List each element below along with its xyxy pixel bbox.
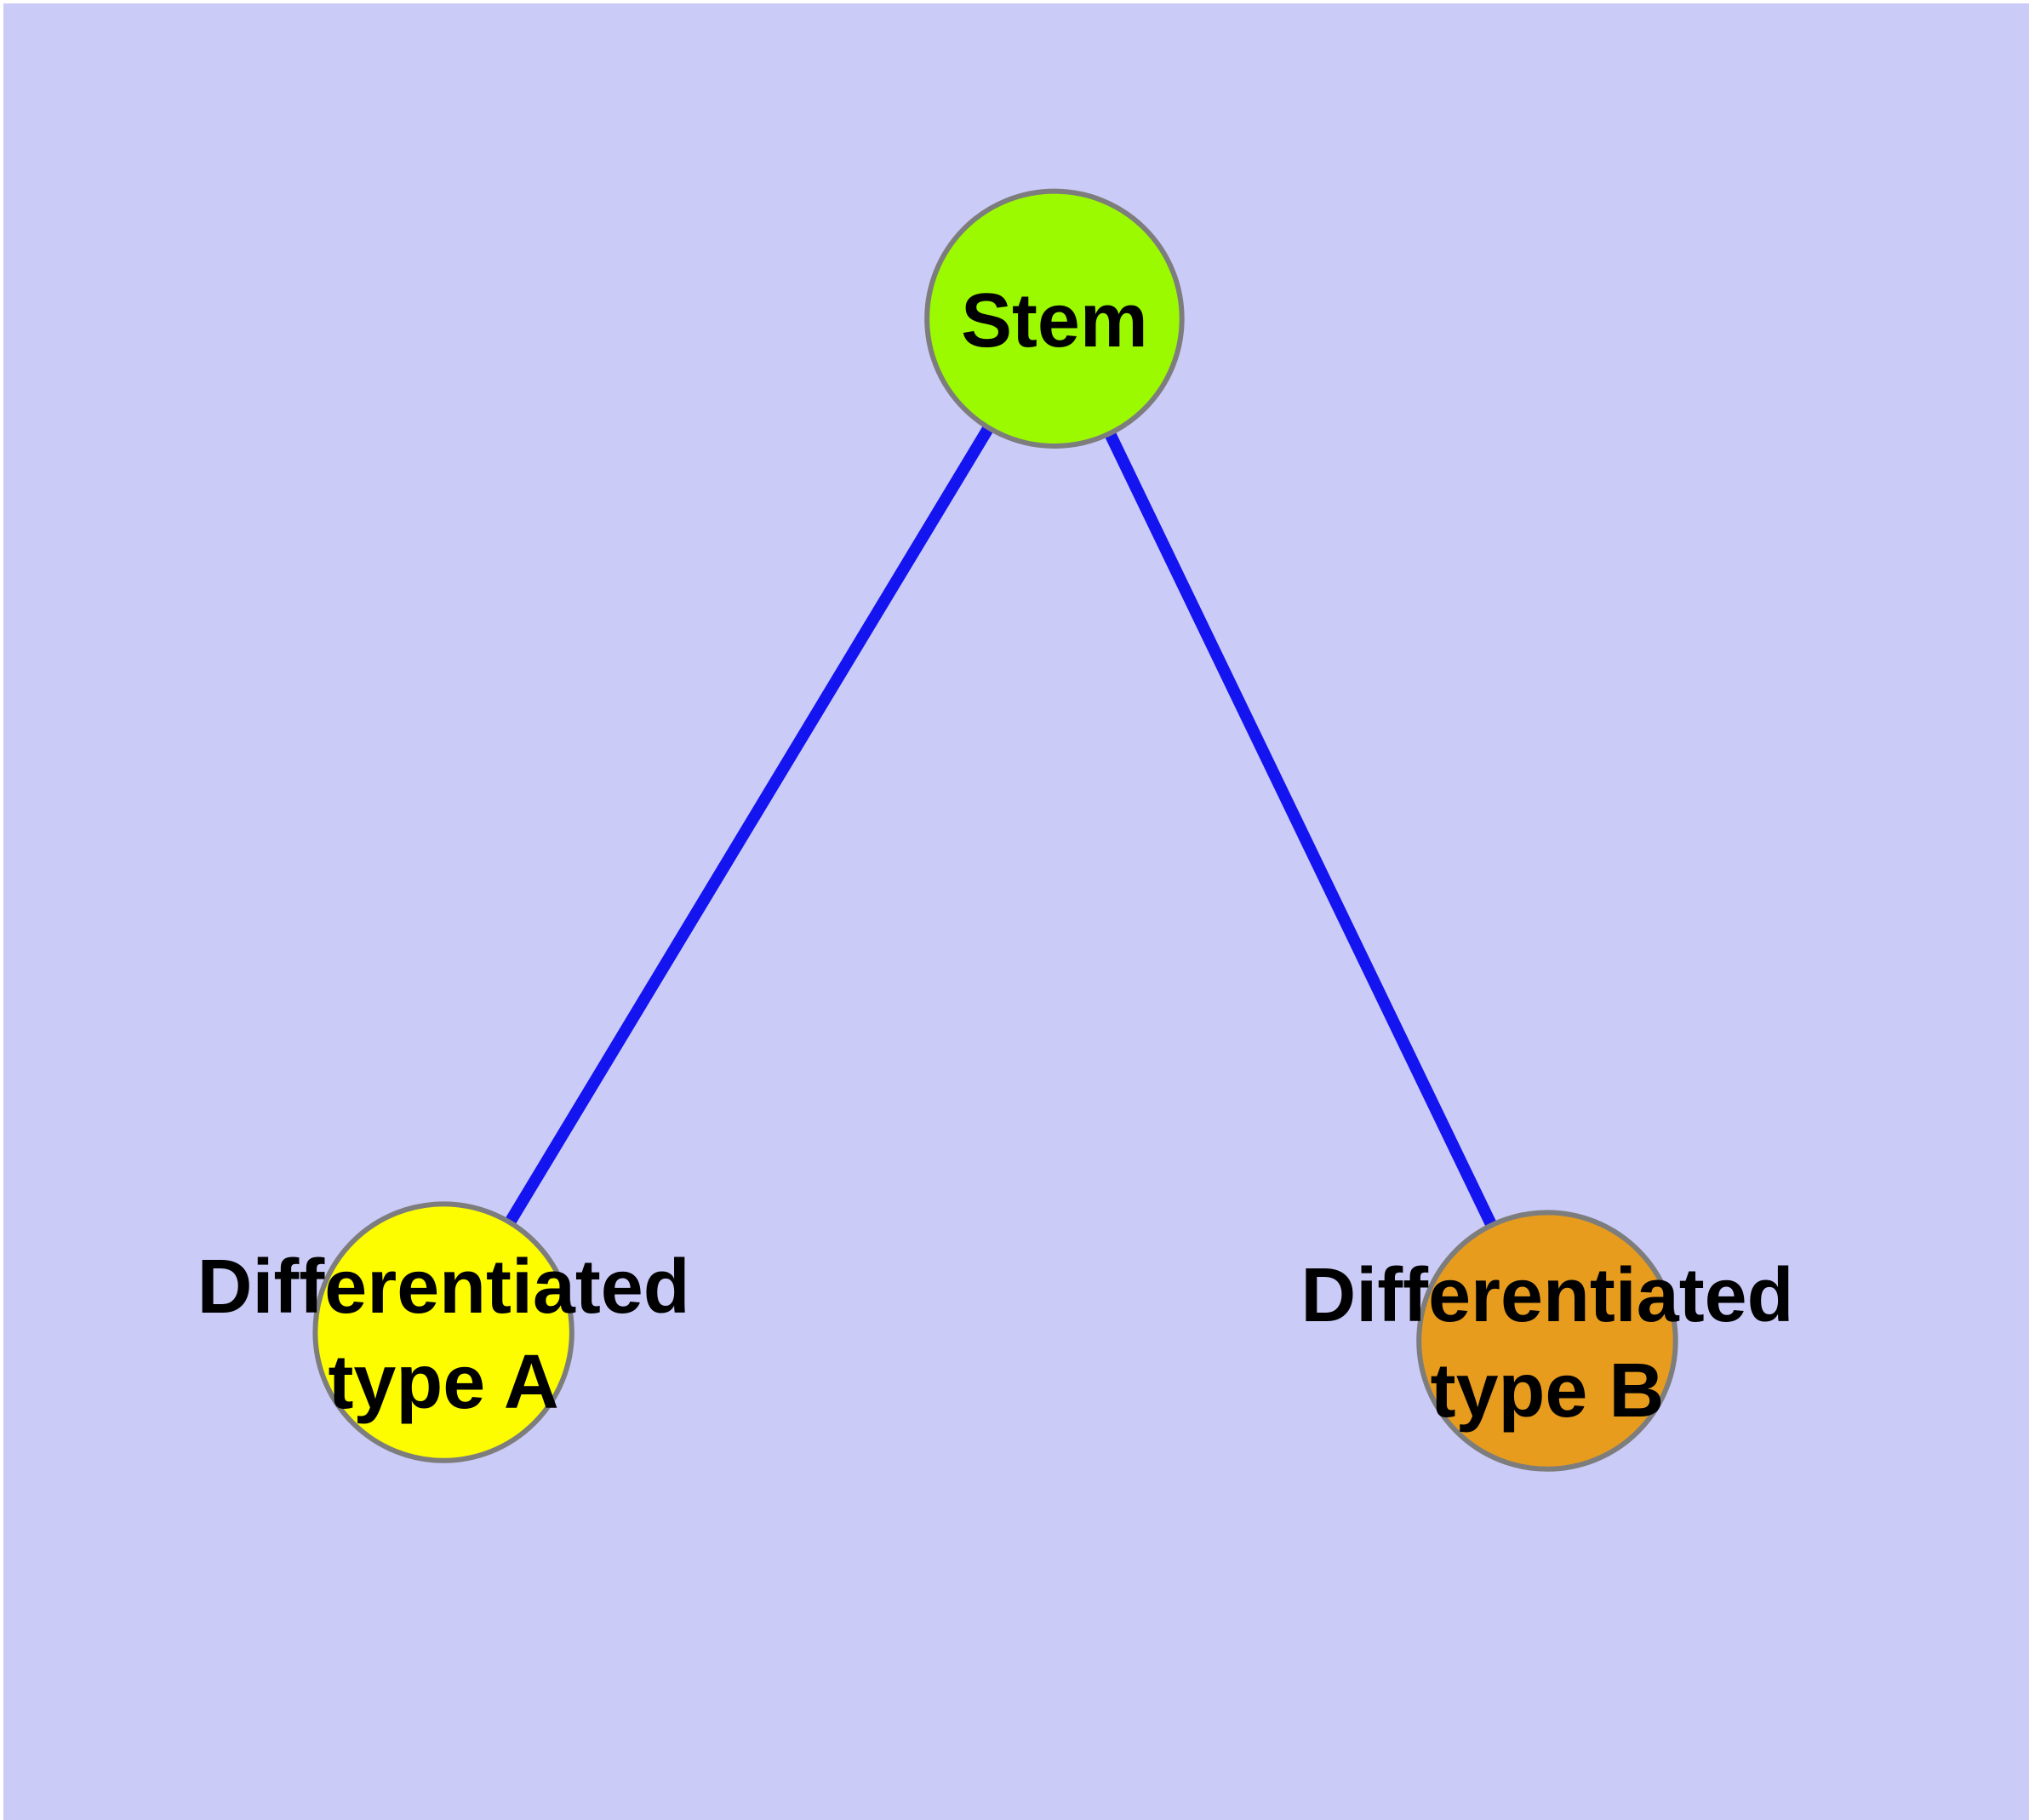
edge-stem-to-differentiated-type-a <box>438 315 1060 1336</box>
edge-stem-to-differentiated-type-b <box>1049 316 1553 1344</box>
edges-layer <box>438 315 1553 1344</box>
node-differentiated-type-b-circle <box>1416 1210 1678 1472</box>
node-differentiated-type-a-circle <box>312 1201 574 1463</box>
node-stem-label: Stem <box>961 278 1148 363</box>
node-stem: Stem <box>924 188 1185 449</box>
node-stem-circle <box>924 188 1185 449</box>
